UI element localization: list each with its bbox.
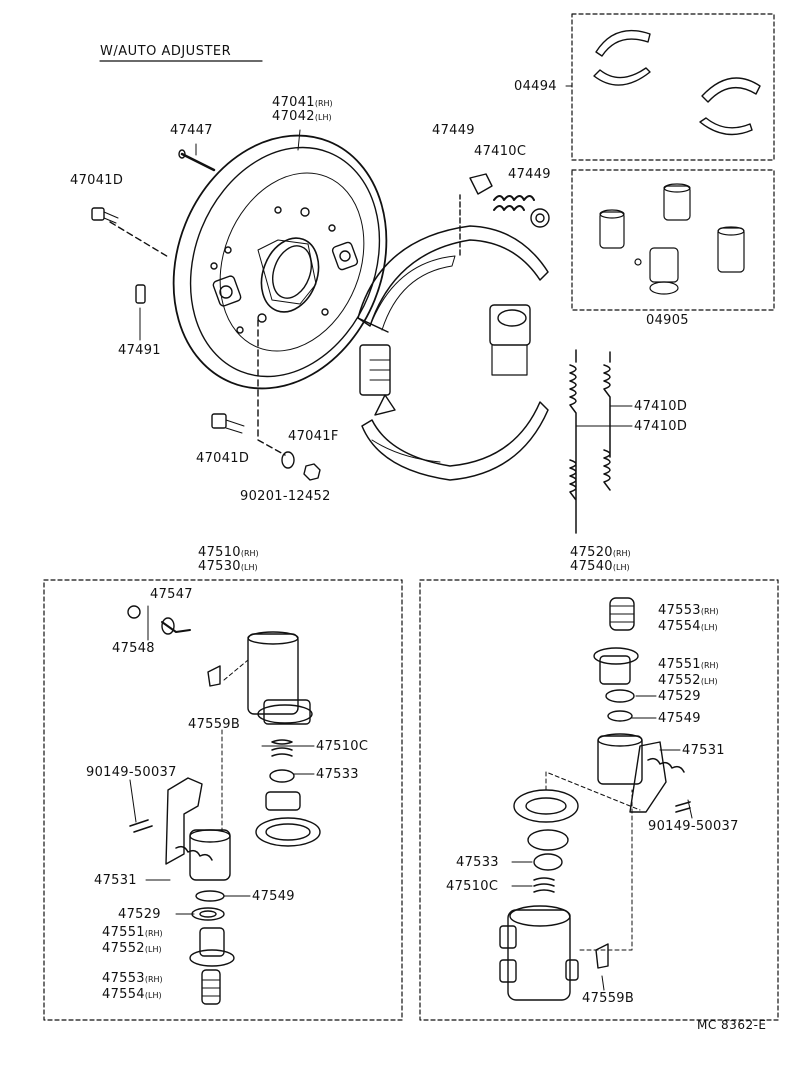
clip-47491: [135, 284, 146, 304]
part-label-47510: 47510(RH): [198, 545, 259, 560]
part-label-47510c-right: 47510C: [446, 879, 499, 894]
diagram-title: W/AUTO ADJUSTER: [100, 44, 232, 59]
wheel-cylinder-left-parts: [127, 605, 321, 1005]
assembly-box-right: [419, 579, 779, 1021]
part-label-47533-right: 47533: [456, 855, 499, 870]
washer-90201: [281, 451, 295, 469]
part-label-47529-right: 47529: [658, 689, 701, 704]
part-label-47449-left: 47449: [432, 123, 475, 138]
right-leaders: [511, 695, 693, 991]
kit-shoes: [593, 29, 761, 136]
part-label-04494: 04494: [514, 79, 557, 94]
part-label-47529-left: 47529: [118, 907, 161, 922]
kit-box-04494: [571, 13, 775, 161]
part-label-47533-left: 47533: [316, 767, 359, 782]
part-label-90149-50037-right: 90149-50037: [648, 819, 739, 834]
part-label-47410d-lower: 47410D: [634, 419, 688, 434]
part-label-47410d-upper: 47410D: [634, 399, 688, 414]
part-label-47491: 47491: [118, 343, 161, 358]
cap-47449-left: [469, 173, 493, 195]
nut-47041f: [303, 463, 321, 481]
part-label-47449-right: 47449: [508, 167, 551, 182]
part-label-47551-left: 47551(RH): [102, 925, 163, 940]
kit-cups: [599, 183, 745, 295]
part-label-47041d-upper: 47041D: [70, 173, 124, 188]
part-label-47447: 47447: [170, 123, 213, 138]
part-label-47531-right: 47531: [682, 743, 725, 758]
part-label-47551-right: 47551(RH): [658, 657, 719, 672]
part-label-47552-left: 47552(LH): [102, 941, 162, 956]
part-label-90201-12452: 90201-12452: [240, 489, 331, 504]
leader-line: [257, 319, 286, 456]
part-label-47531-left: 47531: [94, 873, 137, 888]
part-label-47510c-left: 47510C: [316, 739, 369, 754]
part-label-90149-50037-left: 90149-50037: [86, 765, 177, 780]
bolt-47041d-upper: [91, 207, 119, 224]
part-label-47540: 47540(LH): [570, 559, 630, 574]
assembly-box-left: [43, 579, 403, 1021]
leader-line: [297, 129, 301, 151]
part-label-47549-left: 47549: [252, 889, 295, 904]
wheel-cylinder-right-parts: [499, 597, 691, 1001]
part-label-47547: 47547: [150, 587, 193, 602]
diagram-reference-code: MC 8362-E: [697, 1018, 767, 1032]
left-leaders: [129, 605, 315, 915]
part-label-47554-right: 47554(LH): [658, 619, 718, 634]
part-label-04905: 04905: [646, 313, 689, 328]
brake-shoe-lower: [361, 401, 549, 481]
brake-shoe-upper: [357, 225, 549, 333]
part-label-47041d-lower: 47041D: [196, 451, 250, 466]
kit-box-04905: [571, 169, 775, 311]
bolt-47041d-lower: [211, 413, 245, 434]
backing-plate: [172, 134, 388, 390]
part-label-47520: 47520(RH): [570, 545, 631, 560]
adjuster-mechanism: [359, 304, 531, 416]
part-label-47042: 47042(LH): [272, 109, 332, 124]
part-label-47559b-left: 47559B: [188, 717, 241, 732]
part-label-47553-right: 47553(RH): [658, 603, 719, 618]
part-label-47552-right: 47552(LH): [658, 673, 718, 688]
part-label-47549-right: 47549: [658, 711, 701, 726]
part-label-47410c: 47410C: [474, 144, 527, 159]
leader-line: [109, 221, 171, 259]
part-label-47548: 47548: [112, 641, 155, 656]
return-springs-47410d: [569, 349, 611, 534]
pin-47447: [178, 149, 216, 172]
part-label-47041f: 47041F: [288, 429, 339, 444]
part-label-47041: 47041(RH): [272, 95, 333, 110]
part-label-47553-left: 47553(RH): [102, 971, 163, 986]
part-label-47554-left: 47554(LH): [102, 987, 162, 1002]
part-label-47530: 47530(LH): [198, 559, 258, 574]
spring-47410c: [493, 195, 535, 211]
cap-47449-right: [530, 208, 550, 228]
part-label-47559b-right: 47559B: [582, 991, 635, 1006]
